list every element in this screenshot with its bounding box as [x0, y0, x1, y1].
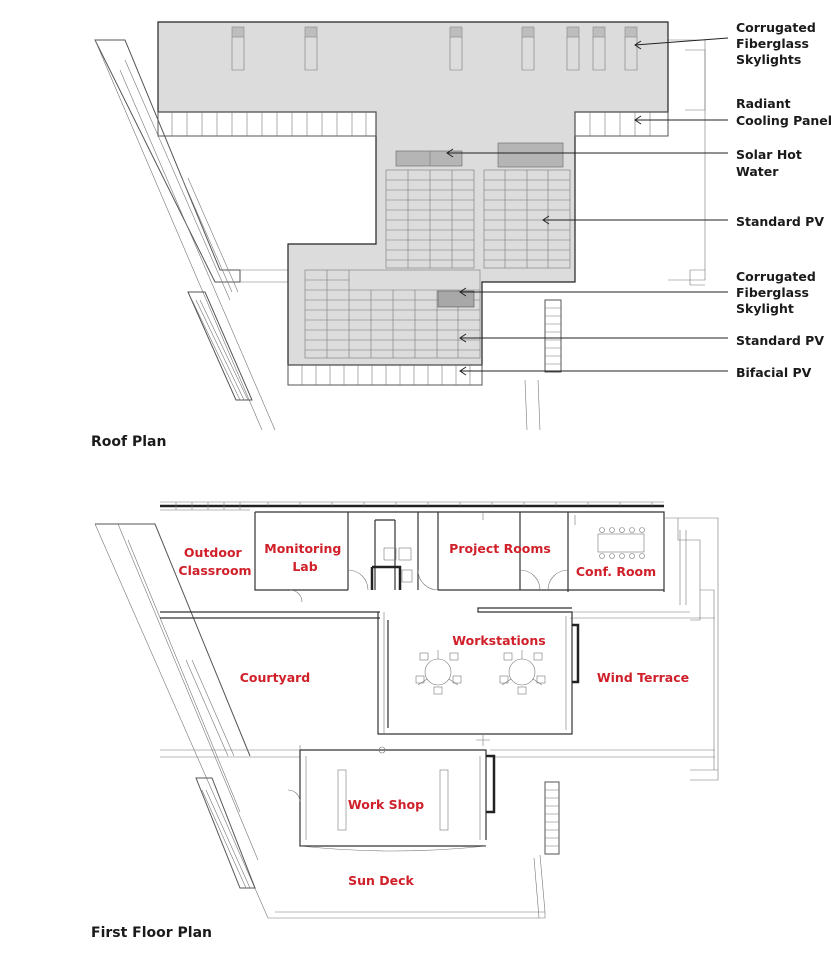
callout-solar-hot-water: Solar Hot Water — [736, 147, 806, 179]
callout-standard-pv-upper: Standard PV — [736, 214, 824, 229]
callout-bifacial-pv: Bifacial PV — [736, 365, 812, 380]
workstation-cluster-right — [499, 650, 546, 695]
roof-west-stair — [187, 291, 253, 401]
first-floor-plan: Outdoor Classroom Monitoring Lab Project… — [91, 501, 719, 941]
room-conf-room: Conf. Room — [576, 564, 656, 579]
work-shop-walls — [287, 746, 496, 852]
workstations-pavilion — [377, 607, 580, 746]
first-floor-plan-title: First Floor Plan — [91, 925, 212, 941]
workstation-cluster-left — [415, 650, 462, 695]
room-wind-terrace: Wind Terrace — [597, 670, 689, 685]
conference-table — [597, 527, 645, 559]
callout-corrugated-fiberglass-skylight: Corrugated Fiberglass Skylight — [736, 269, 820, 316]
standard-pv-grid-upper — [385, 169, 571, 269]
room-courtyard: Courtyard — [240, 670, 311, 685]
first-floor-west-stair — [195, 777, 256, 889]
roof-upper-slab — [157, 21, 669, 366]
roof-plan: Corrugated Fiberglass Skylights Radiant … — [91, 20, 832, 450]
callout-standard-pv-lower: Standard PV — [736, 333, 824, 348]
room-work-shop: Work Shop — [348, 797, 424, 812]
room-monitoring-lab: Monitoring Lab — [264, 541, 345, 574]
solar-hot-water-panels — [395, 142, 564, 168]
room-outdoor-classroom: Outdoor Classroom — [178, 545, 251, 578]
roof-east-stair — [544, 299, 562, 373]
radiant-cooling-panels — [157, 111, 669, 137]
north-rooms-walls — [254, 511, 665, 603]
callout-corrugated-fiberglass-skylights: Corrugated Fiberglass Skylights — [736, 20, 820, 67]
callout-arrowheads — [446, 40, 642, 376]
callout-radiant-cooling-panel: Radiant Cooling Panel — [736, 96, 832, 128]
bifacial-pv-panels — [287, 364, 483, 386]
room-sun-deck: Sun Deck — [348, 873, 414, 888]
skylight-lower — [437, 290, 475, 308]
first-floor-east-stair — [544, 781, 560, 855]
roof-skylights — [231, 26, 638, 71]
roof-plan-title: Roof Plan — [91, 434, 166, 450]
room-project-rooms: Project Rooms — [449, 541, 551, 556]
callout-leaders — [447, 37, 729, 372]
room-workstations: Workstations — [452, 633, 545, 648]
